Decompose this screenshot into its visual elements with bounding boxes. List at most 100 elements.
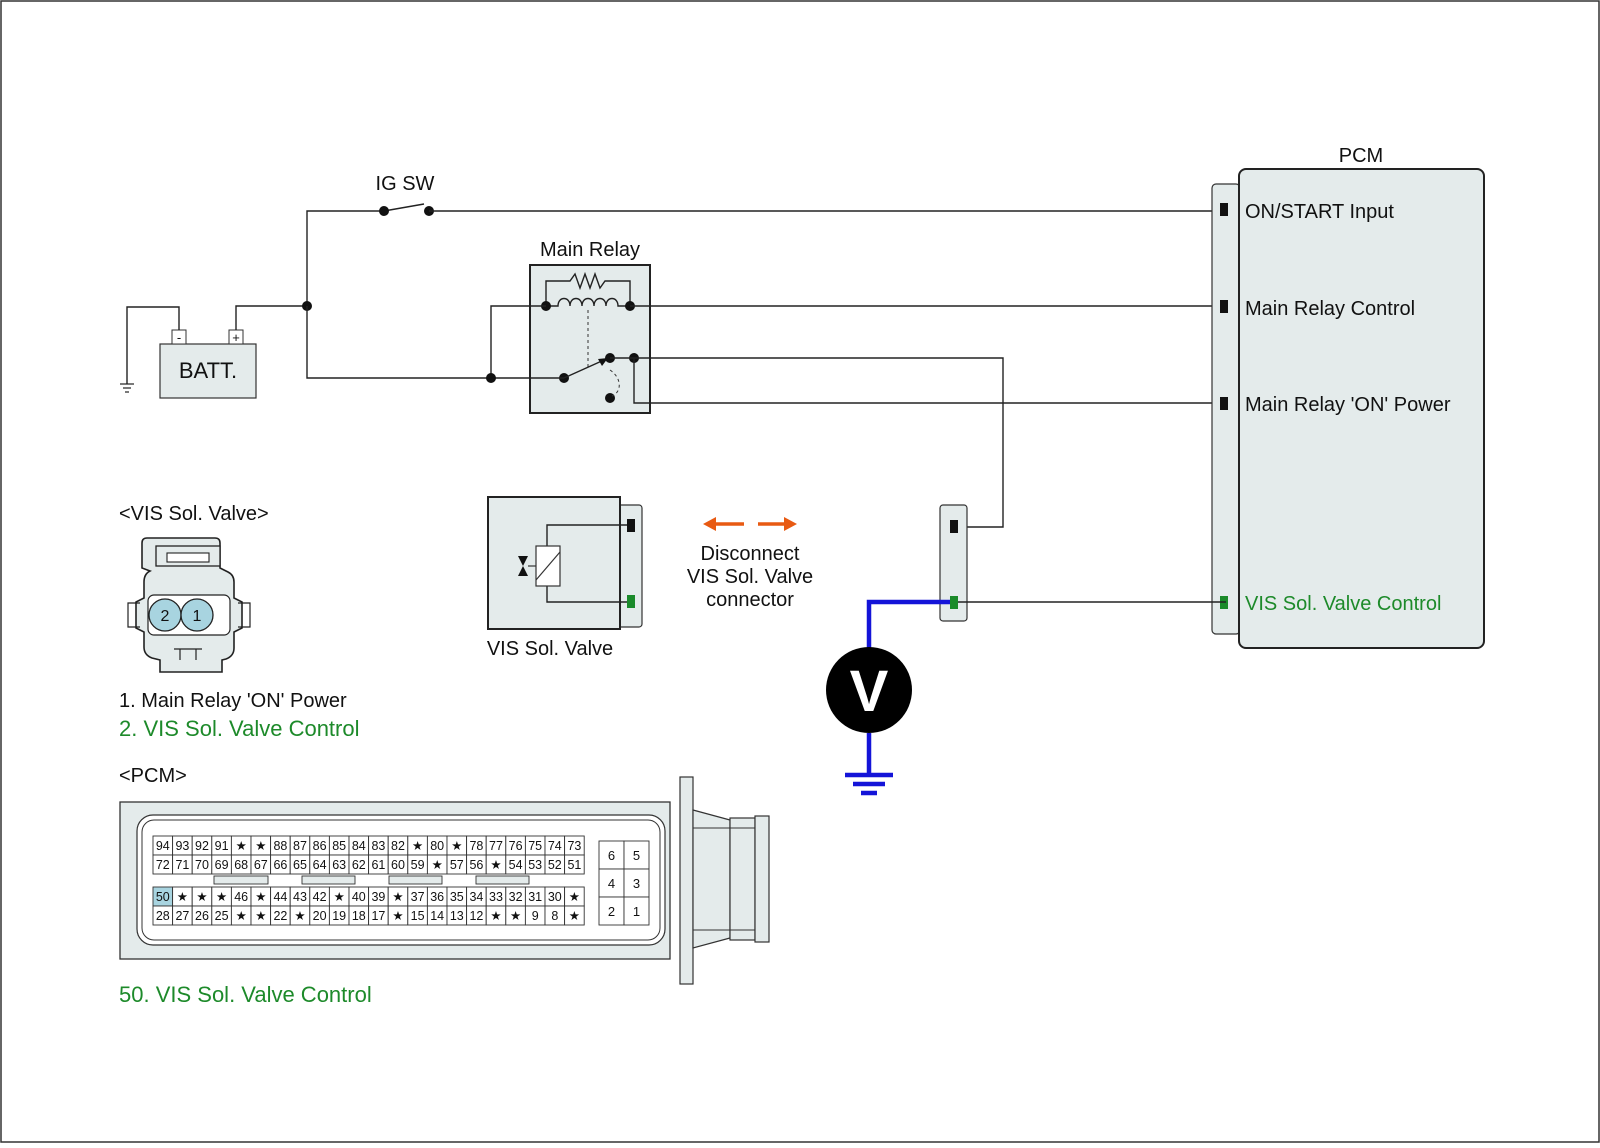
vis-valve-wire-2 (546, 586, 627, 603)
pcm-pin-label: 53 (528, 858, 542, 872)
pcm-pin-label: 77 (489, 839, 503, 853)
pcm-pin-on-start (1220, 203, 1228, 216)
pcm-pin-label: 20 (313, 909, 327, 923)
vis-pin2-desc: 2. VIS Sol. Valve Control (119, 716, 360, 741)
vis-harness-connector (939, 504, 968, 622)
vis-harness-pin-1 (950, 520, 958, 533)
pcm-pin-label: 78 (469, 839, 483, 853)
relay-resistor (545, 271, 631, 306)
disconnect-note-line3: connector (706, 589, 794, 611)
pcm-pin-label: 92 (195, 839, 209, 853)
vis-valve-name: VIS Sol. Valve (487, 638, 613, 660)
battery-neg-sign: - (177, 330, 181, 345)
pcm-latch-tab (301, 875, 356, 885)
vis-valve-wire-1 (546, 524, 627, 546)
solenoid-coil-diagonal (535, 551, 561, 581)
pcm-input-relay-control: Main Relay Control (1245, 298, 1415, 320)
pcm-pin-relay-power (1220, 397, 1228, 410)
pcm-side-pin-label: 1 (633, 904, 640, 919)
pcm-pin-label: 87 (293, 839, 307, 853)
pcm-pin-label: 84 (352, 839, 366, 853)
pcm-pin-label: 14 (430, 909, 444, 923)
ig-switch-contact-a (379, 206, 389, 216)
pcm-pin-label: 43 (293, 890, 307, 904)
pcm-side-pin-label: 6 (608, 848, 615, 863)
pcm-pin-label: ★ (490, 909, 501, 923)
pcm-pin-label: ★ (255, 839, 266, 853)
pcm-pin-label: 39 (371, 890, 385, 904)
pcm-pin-label: 8 (551, 909, 558, 923)
pcm-pin-label: 59 (411, 858, 425, 872)
pcm-input-relay-power: Main Relay 'ON' Power (1245, 394, 1451, 416)
pcm-pin-label: 52 (548, 858, 562, 872)
pcm-pin-label: 34 (469, 890, 483, 904)
pcm-pin-label: 30 (548, 890, 562, 904)
pcm-pin-label: ★ (196, 890, 207, 904)
pcm-pin-label: 80 (430, 839, 444, 853)
pcm-pin-label: 57 (450, 858, 464, 872)
vis-connector-pin-1-number: 1 (193, 608, 202, 625)
pcm-pin-label: ★ (569, 909, 580, 923)
pcm-pin-label: ★ (236, 909, 247, 923)
vis-connector-pin-2-number: 2 (161, 608, 170, 625)
pcm-pin-label: 27 (175, 909, 189, 923)
pcm-pin-label: 60 (391, 858, 405, 872)
pcm-pin-label: 75 (528, 839, 542, 853)
pcm-pin-label: 46 (234, 890, 248, 904)
pcm-pin-label: ★ (392, 909, 403, 923)
vis-power-wire (634, 357, 1004, 528)
pcm-pin-label: ★ (255, 890, 266, 904)
pcm-pin-label: 76 (509, 839, 523, 853)
pcm-pin-label: 83 (371, 839, 385, 853)
pcm-pin-cell (564, 854, 585, 875)
pcm-pin-label: 32 (509, 890, 523, 904)
battery-label: BATT. (179, 358, 237, 383)
pcm-pin-label: 71 (175, 858, 189, 872)
pcm-side-pin-cell (623, 896, 650, 926)
relay-feed-junction (486, 373, 496, 383)
vis-pin1-desc: 1. Main Relay 'ON' Power (119, 690, 347, 712)
pcm-pin-label: 56 (469, 858, 483, 872)
pcm-pin-cell (564, 905, 585, 926)
pcm-input-vis-control: VIS Sol. Valve Control (1245, 593, 1441, 615)
pcm-pin-label: 94 (156, 839, 170, 853)
pcm-pin-label: 82 (391, 839, 405, 853)
pcm-pin-label: 33 (489, 890, 503, 904)
relay-coil (546, 297, 630, 307)
relay-on-power-wire (633, 358, 1226, 404)
pcm-pin-relay-control (1220, 300, 1228, 313)
relay-coil-feed-wire (490, 305, 546, 378)
battery-neg-wire (126, 306, 180, 384)
vis-harness-pin-2 (950, 596, 958, 609)
pcm-side-pin-cell (623, 840, 650, 870)
pcm-pin-label: 73 (567, 839, 581, 853)
relay-contact-nc (605, 393, 615, 403)
pcm-pin-label: 65 (293, 858, 307, 872)
disconnect-arrows-icon (703, 517, 797, 531)
pcm-pin-label: ★ (255, 909, 266, 923)
pcm-pin-label: ★ (177, 890, 188, 904)
main-relay-label: Main Relay (540, 239, 640, 261)
pcm-pin-label: 22 (273, 909, 287, 923)
pcm-pin-label: 40 (352, 890, 366, 904)
pcm-pin-label: ★ (490, 858, 501, 872)
pcm-side-pin-label: 5 (633, 848, 640, 863)
batt-to-relay-wire (306, 306, 491, 379)
disconnect-note-line2: VIS Sol. Valve (687, 566, 813, 588)
pcm-pin-label: 36 (430, 890, 444, 904)
vis-valve-pin-1 (627, 519, 635, 532)
pcm-pin-label: 88 (273, 839, 287, 853)
battery-pos-wire (235, 305, 307, 330)
pcm-pin-label: 19 (332, 909, 346, 923)
ig-sw-label: IG SW (376, 173, 435, 195)
pcm-connector-header: <PCM> (119, 765, 187, 787)
vis-valve-pin-2 (627, 595, 635, 608)
voltmeter-label: V (850, 659, 889, 724)
pcm-pin-label: 64 (313, 858, 327, 872)
pcm-side-pin-cell (623, 868, 650, 898)
pcm-pin-label: 51 (567, 858, 581, 872)
